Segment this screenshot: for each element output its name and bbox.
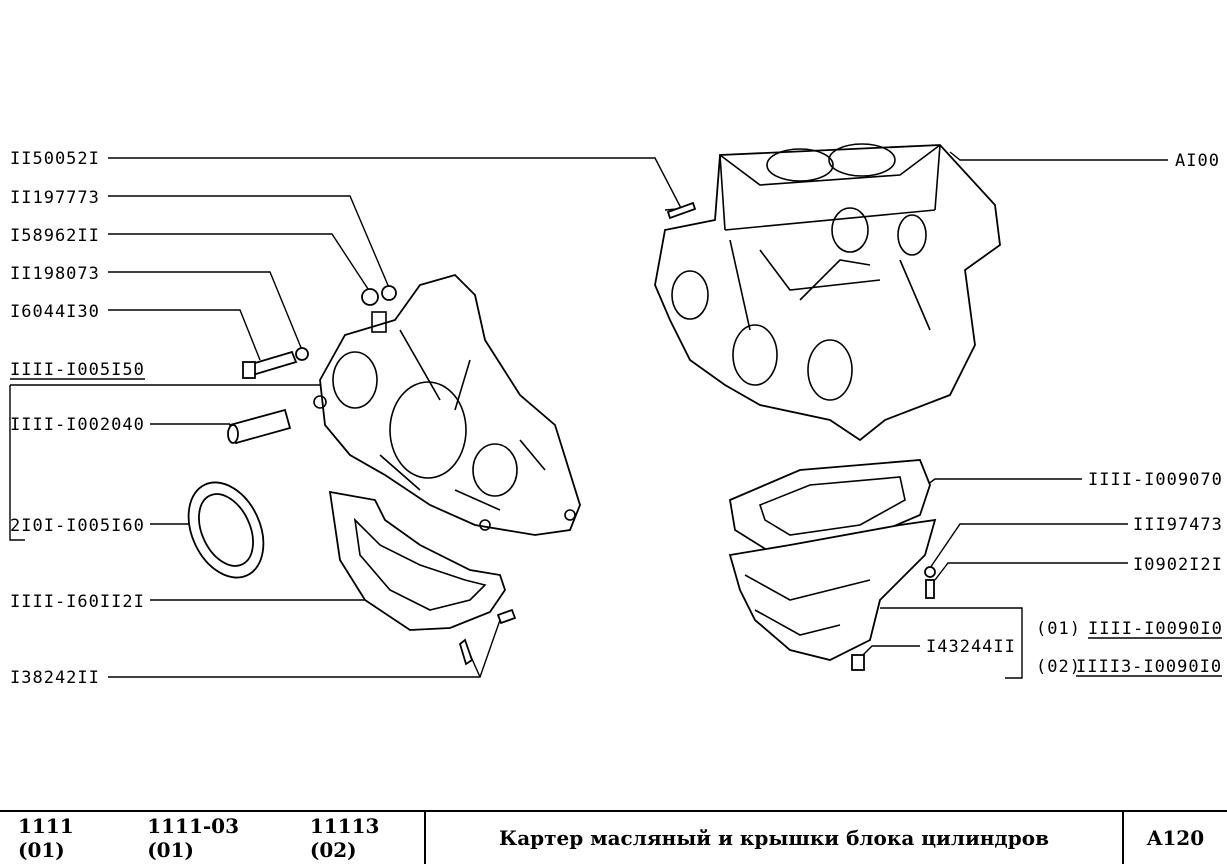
label-part-bolt: I0902I2I — [1133, 555, 1223, 575]
label-part-8: 2I0I-I005I60 — [10, 516, 145, 536]
label-part-oilpan-02: IIII3-I0090I0 — [1076, 657, 1222, 677]
label-part-gasket: IIII-I009070 — [1088, 470, 1223, 490]
fastener-parts-drawing — [187, 201, 697, 666]
label-variant-02-prefix: (02) — [1036, 657, 1081, 677]
leader-lines-right — [859, 151, 1168, 679]
leader-lines-left — [9, 157, 683, 678]
label-part-2: II197773 — [10, 188, 100, 208]
cylinder-block-drawing — [654, 143, 1001, 442]
model-list: 1111 (01) 1111-03 (01) 11113 (02) — [0, 812, 426, 864]
label-part-5: I6044I30 — [10, 302, 100, 322]
title-block: 1111 (01) 1111-03 (01) 11113 (02) Картер… — [0, 810, 1227, 864]
diagram-title: Картер масляный и крышки блока цилиндров — [426, 812, 1124, 864]
label-part-10: I38242II — [10, 668, 100, 688]
label-part-1: II50052I — [10, 149, 100, 169]
model-1: 1111 (01) — [18, 814, 74, 862]
label-part-3: I58962II — [10, 226, 100, 246]
page-code: A120 — [1146, 826, 1205, 850]
model-2: 1111-03 (01) — [147, 814, 240, 862]
label-part-oilpan-01: IIII-I0090I0 — [1088, 619, 1223, 639]
label-part-block: AI00 — [1175, 151, 1220, 171]
label-part-9: IIII-I60II2I — [10, 592, 145, 612]
label-part-7: IIII-I002040 — [10, 415, 145, 435]
oil-pan-drawing — [728, 459, 937, 671]
front-cover-drawing — [313, 273, 581, 536]
label-part-washer: III97473 — [1133, 515, 1223, 535]
label-part-drain-plug: I43244II — [926, 637, 1016, 657]
model-3: 11113 (02) — [309, 814, 380, 862]
label-variant-01-prefix: (01) — [1036, 619, 1081, 639]
label-part-6: IIII-I005I50 — [10, 360, 145, 380]
label-part-4: II198073 — [10, 264, 100, 284]
exploded-parts-diagram: II50052I II197773 I58962II II198073 I604… — [9, 143, 1223, 688]
shield-plate-drawing — [328, 490, 506, 631]
